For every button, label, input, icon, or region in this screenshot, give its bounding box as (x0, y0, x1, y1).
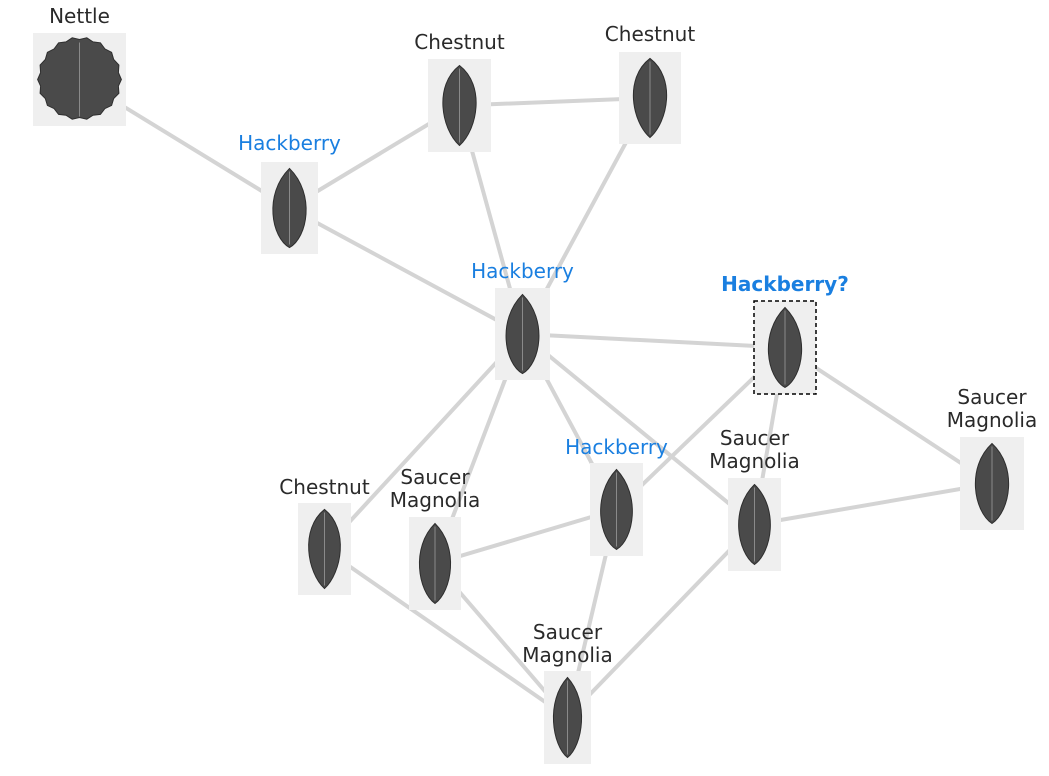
node-label-line: Hackberry (471, 259, 574, 283)
node-label-line: Chestnut (279, 475, 370, 499)
leaf-node-n3[interactable]: Chestnut (414, 30, 505, 152)
edge-n3-n4 (457, 96, 652, 108)
node-label-line: Chestnut (605, 22, 696, 46)
node-label-line: Saucer (957, 385, 1027, 409)
node-label-line: Saucer (720, 426, 790, 450)
node-label: Hackberry (471, 259, 574, 283)
node-label-line: Hackberry? (721, 272, 849, 296)
node-label-line: Hackberry (565, 435, 668, 459)
edge-n11-n12 (565, 522, 757, 720)
edge-n5-n6 (520, 332, 787, 350)
node-label: Hackberry (238, 131, 341, 155)
node-label-line: Saucer (533, 620, 603, 644)
edge-n8-n12 (322, 547, 570, 720)
edge-n5-n11 (520, 332, 757, 527)
node-label-line: Magnolia (947, 408, 1038, 432)
node-label-line: Saucer (400, 465, 470, 489)
node-label: Nettle (49, 4, 110, 28)
edge-n2-n5 (287, 206, 525, 336)
leaf-node-n6[interactable]: Hackberry? (721, 272, 849, 395)
node-label-line: Hackberry (238, 131, 341, 155)
node-label: Chestnut (279, 475, 370, 499)
node-label-line: Magnolia (390, 488, 481, 512)
leaf-node-n5[interactable]: Hackberry (471, 259, 574, 380)
leaf-node-n2[interactable]: Hackberry (238, 131, 341, 254)
node-label-line: Nettle (49, 4, 110, 28)
edge-n6-n7 (783, 345, 994, 486)
edge-n9-n10 (433, 507, 619, 566)
leaf-node-n10[interactable]: Hackberry (565, 435, 668, 556)
edge-n5-n8 (322, 332, 525, 551)
node-label: Hackberry? (721, 272, 849, 296)
node-label-line: Magnolia (709, 449, 800, 473)
node-label: Chestnut (414, 30, 505, 54)
edge-n7-n11 (752, 481, 994, 527)
node-label: Hackberry (565, 435, 668, 459)
leaf-node-n4[interactable]: Chestnut (605, 22, 696, 144)
node-label-line: Magnolia (522, 643, 613, 667)
leaf-node-n1[interactable]: Nettle (33, 4, 126, 126)
leaf-node-n8[interactable]: Chestnut (279, 475, 370, 595)
node-label-line: Chestnut (414, 30, 505, 54)
node-label: Chestnut (605, 22, 696, 46)
query-highlight-frame (753, 300, 817, 395)
